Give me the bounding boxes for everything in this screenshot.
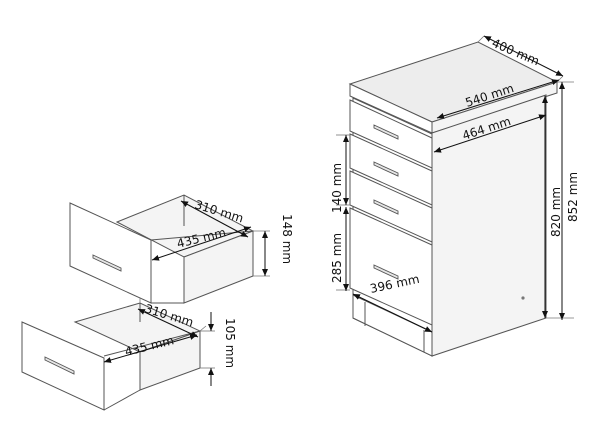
dim-line-lower-length: [103, 334, 198, 363]
dim-label-upper-height: 148 mm: [280, 214, 294, 264]
side-screw: [521, 296, 525, 300]
dim-line-width: [436, 79, 560, 119]
lower-drawer-handle: [44, 356, 75, 375]
dim-line-lower-depth: [137, 308, 199, 338]
upper-drawer-handle: [92, 254, 122, 272]
cabinet-drawing: [336, 35, 574, 357]
dim-label-large-front: 285 mm: [330, 233, 344, 283]
dim-line-front-width: [352, 293, 433, 333]
dim-label-total-height: 852 mm: [566, 172, 580, 222]
dim-line-depth: [483, 35, 564, 77]
dim-label-body-height: 820 mm: [549, 187, 563, 237]
dim-label-small-front: 140 mm: [330, 163, 344, 213]
cabinet-drawer-2-handle: [373, 161, 399, 177]
cabinet-drawer-4-handle: [373, 264, 399, 280]
dim-line-inner-width: [433, 114, 547, 153]
dim-line-upper-length: [151, 226, 252, 261]
cabinet-drawer-3-handle: [373, 199, 399, 215]
dim-label-lower-height: 105 mm: [223, 318, 237, 368]
cabinet-drawer-3: [349, 170, 433, 243]
cabinet-drawer-1-handle: [373, 124, 399, 140]
